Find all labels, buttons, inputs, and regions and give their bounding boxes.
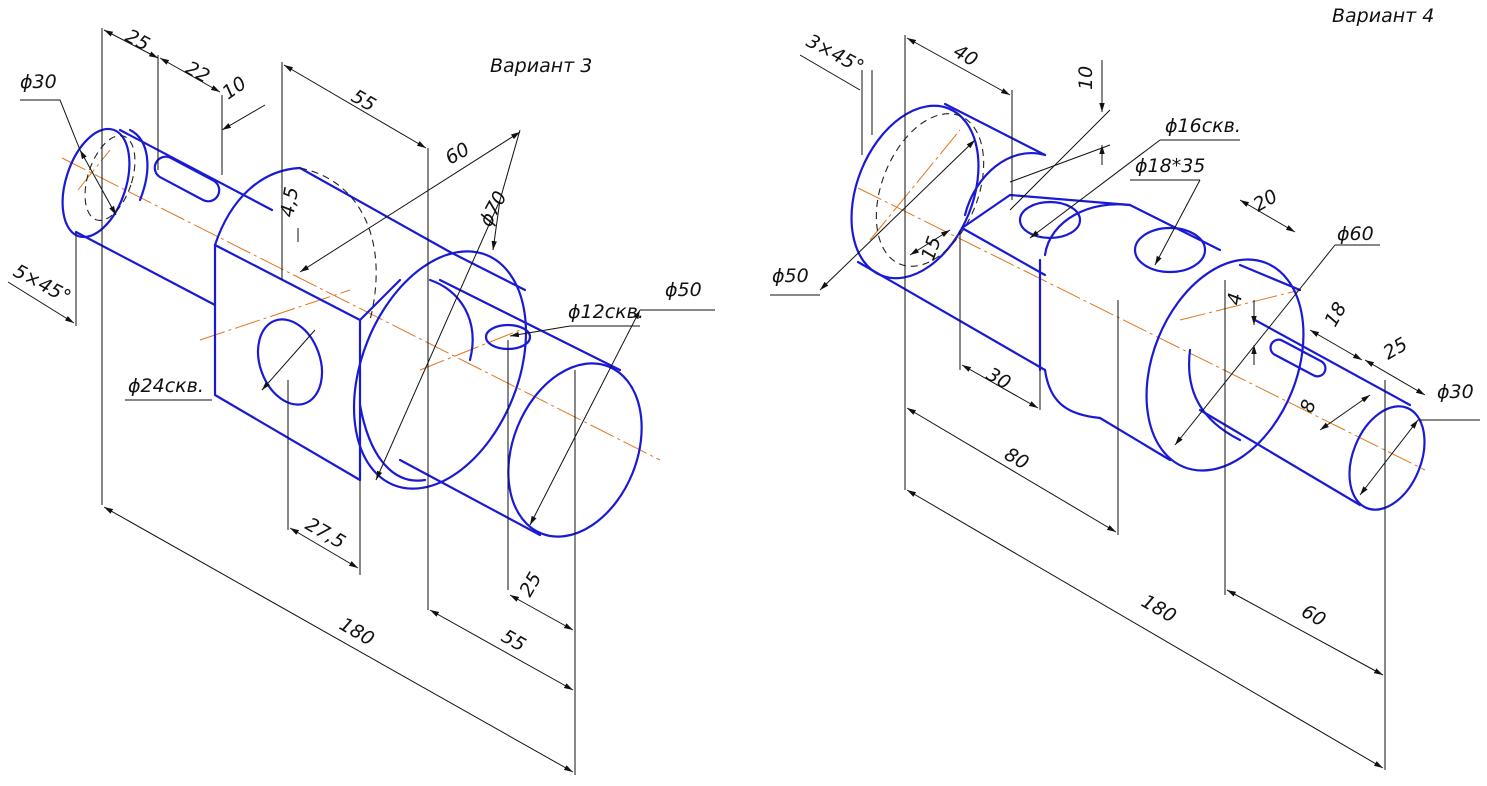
v3-label-55-bottom: 55	[498, 625, 530, 656]
v4-label-8: 8	[1296, 397, 1321, 416]
v3-dimensions	[7, 28, 715, 775]
variant-3-drawing: Вариант 3	[7, 25, 715, 775]
v4-label-180: 180	[1138, 590, 1180, 627]
v4-middle-cylinder	[1038, 203, 1222, 462]
v3-label-d50: ϕ50	[665, 279, 702, 301]
v3-label-10: 10	[218, 72, 250, 104]
v4-label-18: 18	[1320, 299, 1351, 331]
v3-square-block	[213, 166, 452, 482]
v4-axis-lines	[857, 129, 1426, 471]
v3-label-d24: ϕ24скв.	[128, 375, 204, 397]
v4-label-d16: ϕ16скв.	[1165, 115, 1241, 137]
v4-phi60-cylinder	[1145, 258, 1305, 472]
v3-label-25: 25	[122, 25, 154, 56]
v4-label-d30: ϕ30	[1437, 381, 1474, 403]
v4-dimension-labels: 3×45° 40 10 ϕ16скв. ϕ18*35 20 ϕ60 ϕ50 15…	[772, 30, 1474, 631]
v3-label-4-5: 4,5	[276, 185, 303, 219]
v4-label-80: 80	[1001, 443, 1033, 474]
v4-label-60: 60	[1298, 600, 1330, 631]
v4-label-d18-35: ϕ18*35	[1135, 155, 1205, 177]
v4-label-10: 10	[1075, 66, 1097, 90]
v3-big-cylinder	[352, 250, 528, 490]
v4-left-shaft	[850, 102, 1132, 372]
variant-4-drawing: Вариант 4	[770, 5, 1480, 770]
v4-dimensions	[770, 35, 1480, 770]
v3-label-d12: ϕ12скв.	[568, 301, 644, 323]
v3-label-27-5: 27,5	[302, 513, 350, 553]
v3-left-shaft	[61, 127, 274, 307]
variant-4-title: Вариант 4	[1332, 5, 1434, 27]
v4-label-d60: ϕ60	[1337, 223, 1374, 245]
v3-label-22: 22	[182, 57, 214, 88]
v3-label-25-bottom: 25	[515, 569, 546, 601]
v4-label-chamfer: 3×45°	[803, 30, 868, 78]
v3-label-d30: ϕ30	[20, 71, 57, 93]
v3-label-180: 180	[336, 613, 378, 650]
v4-label-15: 15	[917, 233, 946, 263]
v3-label-d70: ϕ70	[475, 188, 512, 231]
v3-dimension-labels: ϕ30 25 22 10 55 60 4,5 ϕ70 5×45° ϕ12скв.…	[10, 25, 702, 656]
v3-label-chamfer: 5×45°	[10, 260, 75, 308]
v4-label-4: 4	[1223, 291, 1247, 307]
v3-label-55-top: 55	[348, 85, 380, 116]
v4-label-30: 30	[983, 363, 1015, 394]
variant-3-title: Вариант 3	[490, 55, 592, 77]
v4-label-40: 40	[950, 40, 982, 71]
v4-label-25: 25	[1380, 333, 1412, 364]
v4-label-20: 20	[1250, 185, 1282, 216]
v4-label-d50: ϕ50	[772, 265, 809, 287]
